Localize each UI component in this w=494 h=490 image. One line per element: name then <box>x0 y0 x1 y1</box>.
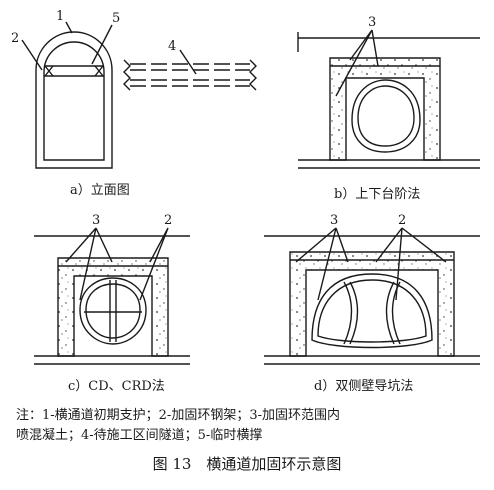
panel-c-caption: c）CD、CRD法 <box>68 379 165 394</box>
legend-note-line-1: 注：1-横通道初期支护；2-加固环钢架；3-加固环范围内 <box>16 408 340 423</box>
cross-passage-inner <box>43 41 105 161</box>
leader-4 <box>179 49 197 75</box>
side-wall-right-b <box>385 281 395 345</box>
callout-2-c: 2 <box>164 213 172 228</box>
leader-5 <box>91 24 113 65</box>
panel-d-caption: d）双侧壁导坑法 <box>314 379 413 394</box>
leader-2 <box>21 39 43 71</box>
figure-title: 图 13 横通道加固环示意图 <box>152 455 342 473</box>
x-mark-right <box>94 65 104 77</box>
side-wall-left-a <box>343 281 353 345</box>
panel-c-cd-crd <box>34 227 190 365</box>
tunnel-section-inner <box>317 279 427 343</box>
callout-3-d: 3 <box>330 213 338 228</box>
panel-b-labels: 3 b）上下台阶法 <box>334 15 420 202</box>
shotcrete-ring <box>57 257 169 357</box>
x-mark-left <box>44 65 54 77</box>
shotcrete-ring <box>329 57 441 161</box>
leader-1 <box>65 21 73 34</box>
shotcrete-ring <box>289 251 455 357</box>
callout-2-d: 2 <box>398 213 406 228</box>
tunnel-section-outer <box>311 273 433 349</box>
leaders-2 <box>139 227 169 301</box>
tunnel-section-inner <box>357 85 415 147</box>
break-line-left <box>123 59 131 91</box>
leaders-2 <box>375 227 447 301</box>
leaders-3 <box>65 227 113 301</box>
leaders-3 <box>335 29 379 97</box>
panel-a-elevation <box>21 21 257 169</box>
panel-b-bench <box>297 29 480 169</box>
callout-4: 4 <box>168 39 176 54</box>
panel-a-caption: a）立面图 <box>70 183 130 198</box>
panel-d-labels: 3 2 d）双侧壁导坑法 <box>314 213 413 394</box>
callout-5: 5 <box>112 11 120 26</box>
callout-1: 1 <box>56 9 64 24</box>
callout-3-c: 3 <box>92 213 100 228</box>
cross-passage-lining <box>35 31 113 169</box>
tunnel-section-outer <box>351 79 421 153</box>
side-wall-left-b <box>349 281 359 345</box>
panel-d-side-drift <box>264 227 480 365</box>
panel-b-caption: b）上下台阶法 <box>334 187 420 202</box>
callout-3-b: 3 <box>368 15 376 30</box>
callout-2: 2 <box>11 31 19 46</box>
panel-a-labels: 1 2 4 5 a）立面图 <box>11 9 176 198</box>
panel-c-labels: 3 2 c）CD、CRD法 <box>68 213 172 394</box>
break-line-right <box>249 59 257 91</box>
tunnel-section-inner <box>85 283 141 339</box>
tunnel-section-outer <box>79 277 147 345</box>
legend-note-line-2: 喷混凝土；4-待施工区间隧道；5-临时横撑 <box>16 428 263 443</box>
leaders-3 <box>295 227 349 301</box>
